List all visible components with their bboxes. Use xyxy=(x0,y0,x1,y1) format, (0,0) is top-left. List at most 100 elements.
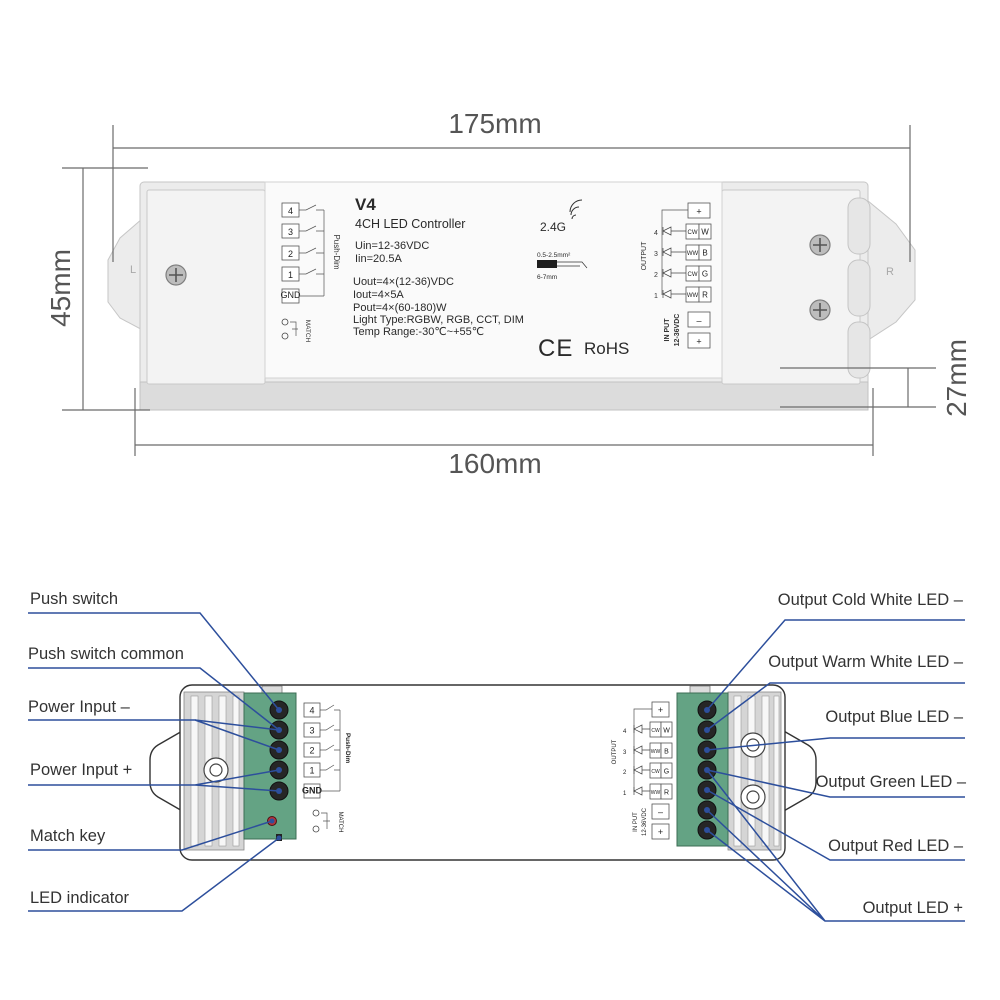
screw-right-top xyxy=(809,234,831,256)
spec-iout: Iout=4×5A xyxy=(353,289,404,301)
channel-number: 2 xyxy=(654,272,658,279)
callout-output-cold-white: Output Cold White LED – xyxy=(704,591,965,713)
diagram-right-markings: OUTPUT + 4 CW W 3 WW B 2 CW G 1 W xyxy=(612,701,673,840)
rf-frequency: 2.4G xyxy=(540,220,566,234)
input-plus-label: + xyxy=(696,337,701,347)
match-label: MATCH xyxy=(304,320,311,343)
row-box-b xyxy=(698,244,712,261)
callout-led-indicator: LED indicator xyxy=(28,835,282,912)
row-label-b: G xyxy=(702,270,708,279)
match-contact-top xyxy=(281,318,289,326)
spec-light-type: Light Type:RGBW, RGB, CCT, DIM xyxy=(353,314,524,326)
channel-number: 4 xyxy=(623,729,627,735)
channel-number: 1 xyxy=(654,293,658,300)
diagram-screw-left xyxy=(203,757,229,783)
dimension-length-bottom: 160mm xyxy=(134,388,874,479)
input-minus-label: – xyxy=(658,807,663,817)
led-diode-icon xyxy=(662,247,686,257)
callout-output-blue: Output Blue LED – xyxy=(704,708,965,753)
right-cap-ridge-2 xyxy=(847,259,871,317)
row-label-b: B xyxy=(702,249,707,258)
row-label-a: CW xyxy=(651,769,660,775)
callout-text: Output Cold White LED – xyxy=(778,591,964,609)
wiring-diagram: 4 3 2 1 GND Push-Dim MATCH xyxy=(28,590,967,922)
callout-push-switch-common: Push switch common xyxy=(28,645,282,733)
led-diode-icon xyxy=(633,745,650,755)
led-diode-icon xyxy=(633,724,650,734)
top-left-terminal: 4 3 2 1 GND Push-Dim MATCH xyxy=(281,202,341,343)
input-label: IN PUT xyxy=(664,318,671,342)
callout-match-key: Match key xyxy=(28,818,275,851)
dimension-height-right: 27mm xyxy=(780,339,972,417)
match-contact-bottom xyxy=(281,332,289,340)
input-plus-box xyxy=(687,332,711,349)
row-label-b: B xyxy=(664,749,669,756)
diagram-screw-right-bottom xyxy=(740,784,766,810)
callout-text: Output LED + xyxy=(863,899,963,917)
input-voltage-label: 12-36VDC xyxy=(674,314,681,347)
led-common-bus xyxy=(633,708,652,792)
input-voltage-label: 12-36VDC xyxy=(642,807,648,836)
row-label-a: CW xyxy=(688,272,698,278)
callout-text: Power Input – xyxy=(28,698,131,716)
output-label: OUTPUT xyxy=(612,739,618,764)
input-plus-box xyxy=(651,823,670,840)
dimension-27: 27mm xyxy=(941,339,972,417)
right-end-cap xyxy=(721,189,861,385)
right-terminal-block xyxy=(676,685,729,847)
push-dim-label: Push-Dim xyxy=(332,234,341,269)
diagram-left-markings: 4 3 2 1 GND Push-Dim MATCH xyxy=(302,702,351,833)
right-fins xyxy=(727,691,782,851)
spec-temp-range: Temp Range:-30℃~+55℃ xyxy=(353,326,484,338)
callout-text: Push switch xyxy=(30,590,118,608)
row-box-b xyxy=(660,721,673,738)
pin-label-2: 2 xyxy=(288,249,293,259)
row-label-b: W xyxy=(663,728,670,735)
input-minus-label: – xyxy=(696,316,701,326)
callout-text: Output Blue LED – xyxy=(825,708,963,726)
callout-output-red: Output Red LED – xyxy=(704,787,965,861)
match-switch-line xyxy=(290,321,298,336)
channel-number: 3 xyxy=(654,251,658,258)
pin-label-1: 1 xyxy=(309,766,314,776)
diagram-left-ear xyxy=(149,729,185,813)
screw-left xyxy=(165,264,187,286)
match-contact-bottom xyxy=(312,825,320,833)
channel-number: 3 xyxy=(623,750,627,756)
callout-power-input-minus: Power Input – xyxy=(28,698,282,753)
channel-row-3: 3 WW B xyxy=(654,244,712,261)
input-label: IN PUT xyxy=(633,812,639,832)
row-label-a: WW xyxy=(687,251,699,257)
product-label xyxy=(264,181,723,379)
match-contact-top xyxy=(312,809,320,817)
row-label-a: WW xyxy=(687,293,699,299)
callout-output-green: Output Green LED – xyxy=(704,767,967,798)
push-switch-wiring xyxy=(299,204,325,297)
channel-row-1: 1 WW R xyxy=(654,286,712,303)
row-box-b xyxy=(660,762,673,779)
push-dim-label: Push-Dim xyxy=(344,733,351,764)
callout-text: Output Red LED – xyxy=(828,837,964,855)
led-plus-box xyxy=(651,701,670,718)
left-end-cap xyxy=(146,189,266,385)
rohs-mark: RoHS xyxy=(584,339,629,358)
pin-label-1: 1 xyxy=(288,270,293,280)
channel-row-4: 4 CW W xyxy=(654,223,712,240)
channel-row-2: 2 CW G xyxy=(654,265,712,282)
top-right-terminal: OUTPUT + 4 CW W 3 WW B 2 xyxy=(641,202,712,349)
callout-text: Output Warm White LED – xyxy=(768,653,964,671)
channel-number: 1 xyxy=(623,791,627,797)
led-plus-box xyxy=(687,202,711,219)
led-diode-icon xyxy=(633,786,650,796)
match-switch-line xyxy=(321,812,330,829)
screw-right-bottom xyxy=(809,299,831,321)
wireless-icon xyxy=(569,199,583,220)
model-name: V4 xyxy=(355,195,376,214)
spec-pout: Pout=4×(60-180)W xyxy=(353,302,447,314)
pin-label-3: 3 xyxy=(309,726,314,736)
dimension-45: 45mm xyxy=(45,249,76,327)
product-name: 4CH LED Controller xyxy=(355,217,465,231)
led-plus-label: + xyxy=(696,207,701,217)
wire-strip-icon xyxy=(537,260,588,269)
